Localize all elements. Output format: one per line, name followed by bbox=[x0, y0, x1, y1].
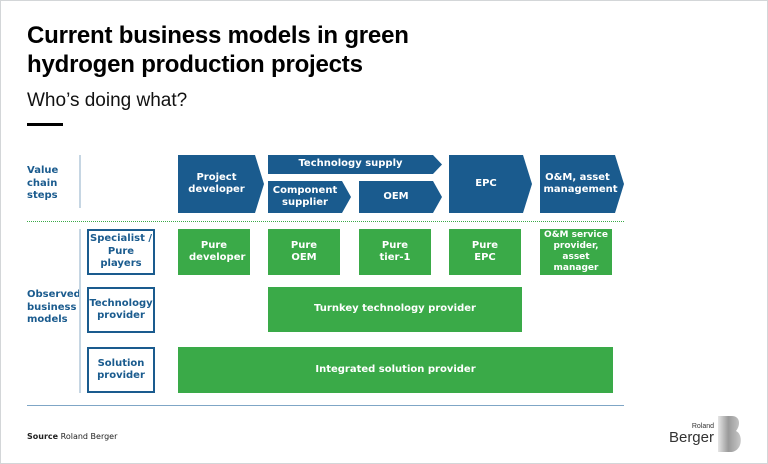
logo-text-large: Berger bbox=[668, 429, 714, 446]
row-label-observed: Observed business models bbox=[27, 289, 81, 325]
cell-turnkey-technology-provider: Turnkey technology provider bbox=[268, 287, 522, 332]
cell-integrated-solution-provider: Integrated solution provider bbox=[178, 347, 613, 393]
bottom-divider bbox=[27, 405, 624, 406]
model-label-technology-provider: Technology provider bbox=[87, 287, 155, 333]
step-technology-supply: Technology supply bbox=[268, 155, 442, 174]
cell-pure-tier1: Pure tier-1 bbox=[359, 229, 431, 275]
source-note: Source Roland Berger bbox=[27, 432, 117, 441]
cell-pure-developer: Pure developer bbox=[178, 229, 250, 275]
logo-text-small: Roland bbox=[691, 423, 714, 430]
step-om-asset-management: O&M, asset management bbox=[540, 155, 624, 213]
model-label-solution-provider: Solution provider bbox=[87, 347, 155, 393]
step-oem: OEM bbox=[359, 181, 442, 213]
source-prefix: Source bbox=[27, 432, 59, 441]
cell-om-service-provider: O&M service provider, asset manager bbox=[540, 229, 612, 275]
source-text: Roland Berger bbox=[60, 432, 118, 441]
cell-pure-oem: Pure OEM bbox=[268, 229, 340, 275]
step-project-developer: Project developer bbox=[178, 155, 264, 213]
cell-pure-epc: Pure EPC bbox=[449, 229, 521, 275]
value-chain-separator bbox=[79, 155, 81, 208]
business-models-separator bbox=[79, 229, 81, 393]
roland-berger-logo: Roland Berger bbox=[668, 414, 744, 452]
page-subtitle: Who’s doing what? bbox=[27, 90, 188, 111]
title-underline bbox=[27, 123, 63, 126]
page-title: Current business models in green hydroge… bbox=[27, 22, 409, 78]
step-epc: EPC bbox=[449, 155, 532, 213]
row-label-value-chain: Value chain steps bbox=[27, 165, 59, 201]
step-component-supplier: Component supplier bbox=[268, 181, 351, 213]
section-divider bbox=[27, 221, 624, 222]
model-label-specialist: Specialist / Pure players bbox=[87, 229, 155, 275]
logo-b-icon bbox=[718, 416, 741, 452]
